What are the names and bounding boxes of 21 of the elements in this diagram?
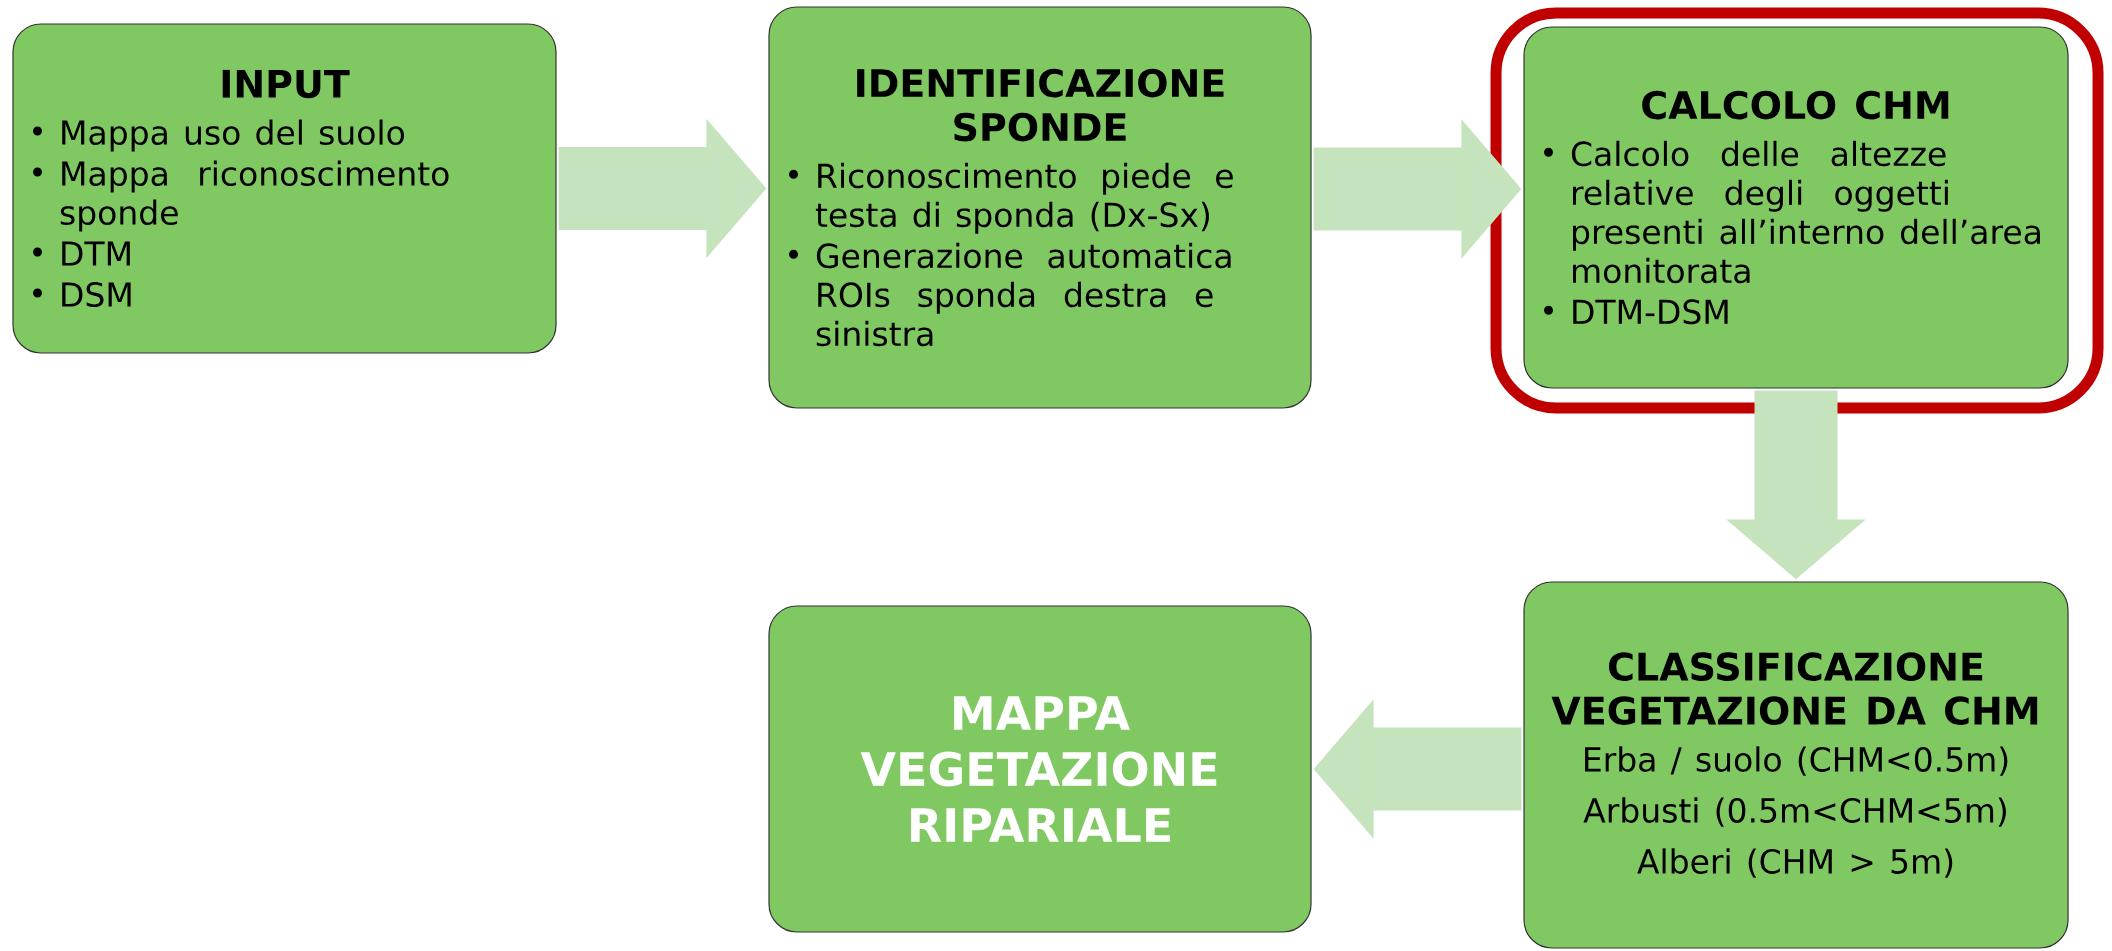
bullet-item: Mappa riconoscimento sponde xyxy=(33,160,449,232)
box-heading: INPUT xyxy=(222,69,350,99)
box-heading: CALCOLO CHM xyxy=(1642,90,1949,120)
bullet-item: DTM xyxy=(33,241,130,266)
process-box xyxy=(768,6,1312,409)
process-box xyxy=(1523,26,2069,389)
box-heading: CLASSIFICAZIONE VEGETAZIONE DA CHM xyxy=(1551,652,2038,725)
bullet-item: DTM-DSM xyxy=(1544,299,1728,325)
bullet-item: Generazione automatica ROIs sponda destra e sinistra xyxy=(789,242,1231,347)
bullet-item: Calcolo delle altezze relative degli oggetti presenti all’interno dell’area monitorata xyxy=(1544,140,2040,284)
text-line: Alberi (CHM > 5m) xyxy=(1637,848,1953,878)
bullet-item: Riconoscimento piede e testa di sponda (Dx-Sx) xyxy=(789,162,1233,234)
box-title: MAPPA VEGETAZIONE RIPARIALE xyxy=(860,696,1217,842)
text-line: Arbusti (0.5m<CHM<5m) xyxy=(1583,797,2006,827)
process-box xyxy=(12,23,557,354)
bullet-item: Mappa uso del suolo xyxy=(33,119,404,152)
bullet-item: DSM xyxy=(33,282,131,308)
process-box xyxy=(1523,581,2069,949)
box-heading: IDENTIFICAZIONE SPONDE xyxy=(857,68,1224,142)
process-box xyxy=(768,605,1312,933)
text-line: Erba / suolo (CHM<0.5m) xyxy=(1585,746,2008,776)
